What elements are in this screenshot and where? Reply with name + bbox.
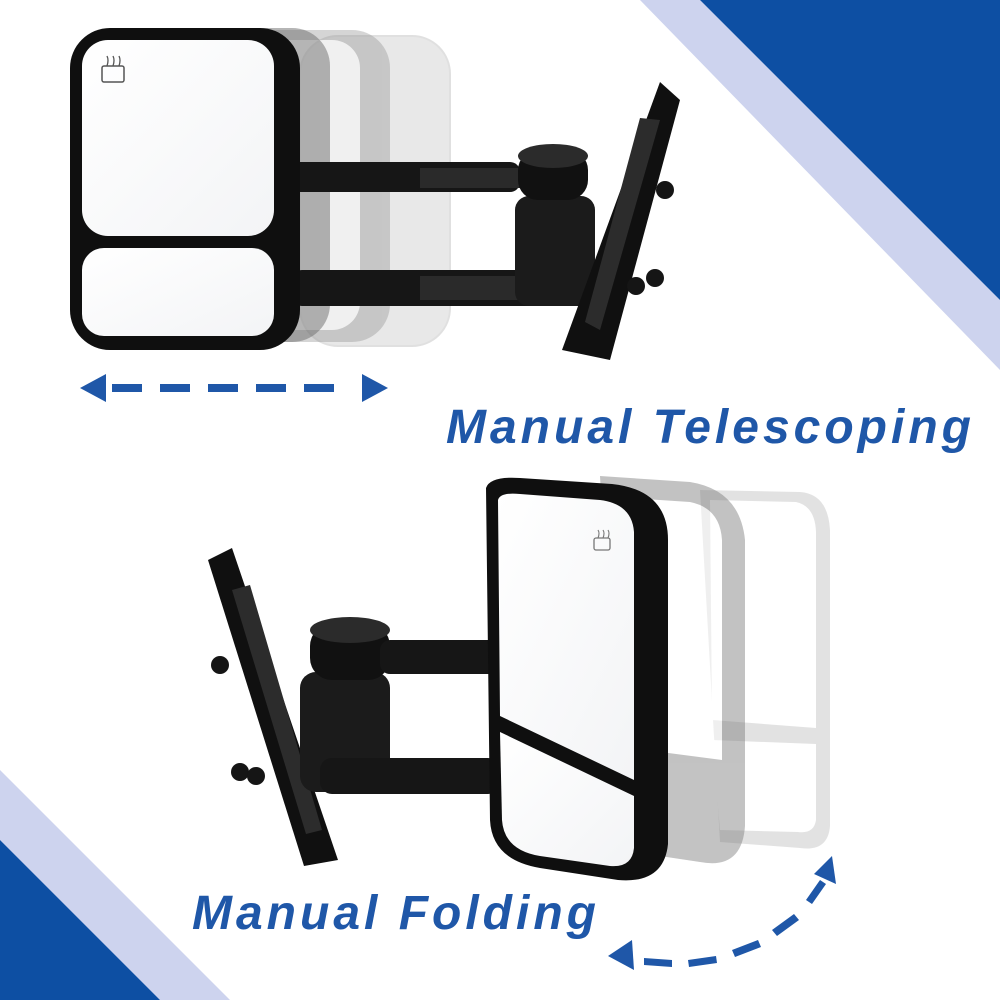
- telescoping-arrow-icon: [80, 374, 388, 402]
- telescoping-caption: Manual Telescoping: [446, 401, 975, 454]
- corner-band-bottom-left: [0, 770, 230, 1000]
- heated-mirror-icon: [101, 55, 125, 83]
- folding-caption: Manual Folding: [192, 887, 600, 940]
- folding-arrow-icon: [608, 856, 836, 970]
- corner-band-top-right: [640, 0, 1000, 370]
- telescoping-mirror: [70, 28, 680, 360]
- heated-mirror-icon-2: [593, 529, 611, 551]
- ghost-mirror-fold-2: [700, 490, 830, 849]
- folding-mirror: [208, 476, 830, 881]
